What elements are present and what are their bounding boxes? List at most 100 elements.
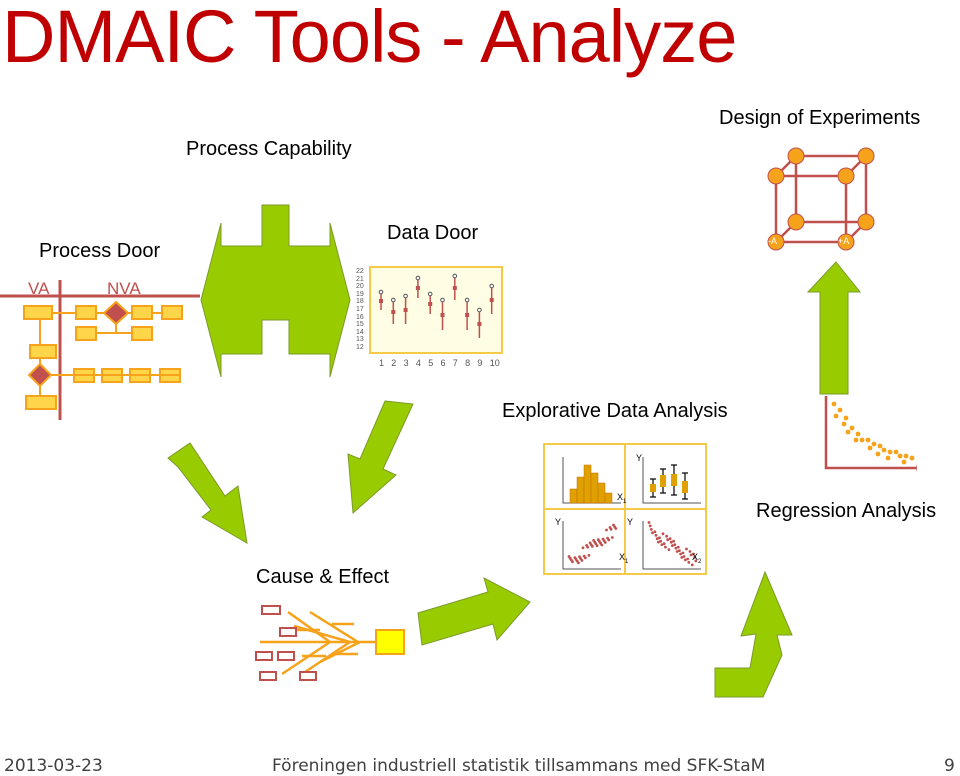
eda-scatter-point [605, 529, 608, 532]
eda-x1-label-2: X1 [619, 552, 628, 565]
doe-cube: -A +A [760, 140, 880, 260]
eda-panel: Y Y Y X1 X1 X2 [543, 443, 707, 575]
eda-scatter-point [581, 559, 584, 562]
regression-point [844, 416, 849, 421]
eda-scatter-point [604, 541, 607, 544]
footer-organization: Föreningen industriell statistik tillsam… [272, 756, 765, 776]
eda-scatter-point [670, 541, 673, 544]
eda-scatter-point [650, 528, 653, 531]
eda-scatter-point [676, 550, 679, 553]
eda-scatter-point [655, 534, 658, 537]
eda-y-label-1: Y [636, 453, 642, 463]
regression-point [854, 438, 859, 443]
eda-scatter-point [673, 543, 676, 546]
process-door-arrow [168, 443, 247, 543]
eda-scatter-point [680, 556, 683, 559]
regression-point [886, 456, 891, 461]
eda-scatter-point [577, 562, 580, 565]
eda-scatter-point [600, 544, 603, 547]
eda-scatter-point [679, 553, 682, 556]
regression-point [866, 438, 871, 443]
run-mean [465, 313, 469, 317]
eda-scatter-point [666, 538, 669, 541]
run-point [392, 298, 396, 302]
run-mean [490, 298, 494, 302]
eda-scatter-point [671, 544, 674, 547]
regression-point [902, 460, 907, 465]
eda-scatter-point [664, 546, 667, 549]
run-mean [441, 313, 445, 317]
eda-scatter-point [675, 547, 678, 550]
eda-scatter-point [669, 537, 672, 540]
eda-scatter-point [657, 541, 660, 544]
capability-double-arrow [201, 205, 350, 377]
eda-scatter-point [656, 537, 659, 540]
eda-scatter-point [682, 552, 685, 555]
x-tick-label: 8 [465, 358, 470, 368]
regression-point [904, 454, 909, 459]
eda-scatter-point [614, 527, 617, 530]
run-mean [453, 286, 457, 290]
y-tick-label: 13 [356, 336, 364, 343]
label-process-capability: Process Capability [186, 138, 352, 161]
eda-scatter-point [611, 536, 614, 539]
x-tick-label: 9 [477, 358, 482, 368]
run-mean [416, 286, 420, 290]
regression-point [878, 444, 883, 449]
eda-scatter-point [685, 548, 688, 551]
eda-scatter-point [584, 557, 587, 560]
doe-corner-high: +A [838, 236, 849, 246]
run-mean [428, 302, 432, 306]
regression-point [860, 438, 865, 443]
y-tick-label: 16 [356, 314, 364, 321]
regression-point [842, 422, 847, 427]
y-tick-label: 19 [356, 291, 364, 298]
run-mean [379, 299, 383, 303]
label-process-door: Process Door [39, 240, 160, 263]
run-point [416, 276, 420, 280]
eda-scatter-point [596, 544, 599, 547]
eda-scatter-point [582, 546, 585, 549]
regression-point [898, 454, 903, 459]
run-point [379, 290, 383, 294]
run-mean [477, 322, 481, 326]
x-tick-label: 10 [490, 358, 500, 368]
cause-effect-arrow [418, 578, 530, 645]
eda-scatter-point [654, 530, 657, 533]
eda-scatter-point [684, 559, 687, 562]
run-point [453, 274, 457, 278]
x-tick-label: 2 [391, 358, 396, 368]
run-point [428, 292, 432, 296]
eda-scatter-point [662, 532, 665, 535]
y-tick-label: 21 [356, 276, 364, 283]
run-point [490, 284, 494, 288]
regression-point [832, 402, 837, 407]
process-map-va-label: VA [28, 279, 49, 299]
y-tick-label: 17 [356, 306, 364, 313]
y-tick-label: 18 [356, 298, 364, 305]
eda-scatter-point [665, 535, 668, 538]
y-tick-label: 14 [356, 329, 364, 336]
footer-page-number: 9 [944, 756, 955, 776]
eda-x2-label: X2 [692, 552, 701, 565]
x-tick-label: 3 [404, 358, 409, 368]
run-point [478, 308, 482, 312]
label-data-door: Data Door [387, 222, 478, 245]
page-title: DMAIC Tools - Analyze [2, 0, 736, 79]
regression-point [846, 430, 851, 435]
eda-scatter-point [668, 548, 671, 551]
eda-y-label-3: Y [627, 517, 633, 527]
eda-scatter-point [586, 546, 589, 549]
regression-point [834, 414, 839, 419]
eda-scatter-point [661, 543, 664, 546]
eda-scatter-point [571, 560, 574, 563]
eda-scatter-point [607, 539, 610, 542]
x-tick-label: 6 [441, 358, 446, 368]
eda-scatter-point [672, 540, 675, 543]
regression-scatter [818, 394, 918, 474]
regression-point [894, 450, 899, 455]
eda-scatter-point [677, 546, 680, 549]
regression-point [856, 432, 861, 437]
eda-scatter-point [689, 550, 692, 553]
